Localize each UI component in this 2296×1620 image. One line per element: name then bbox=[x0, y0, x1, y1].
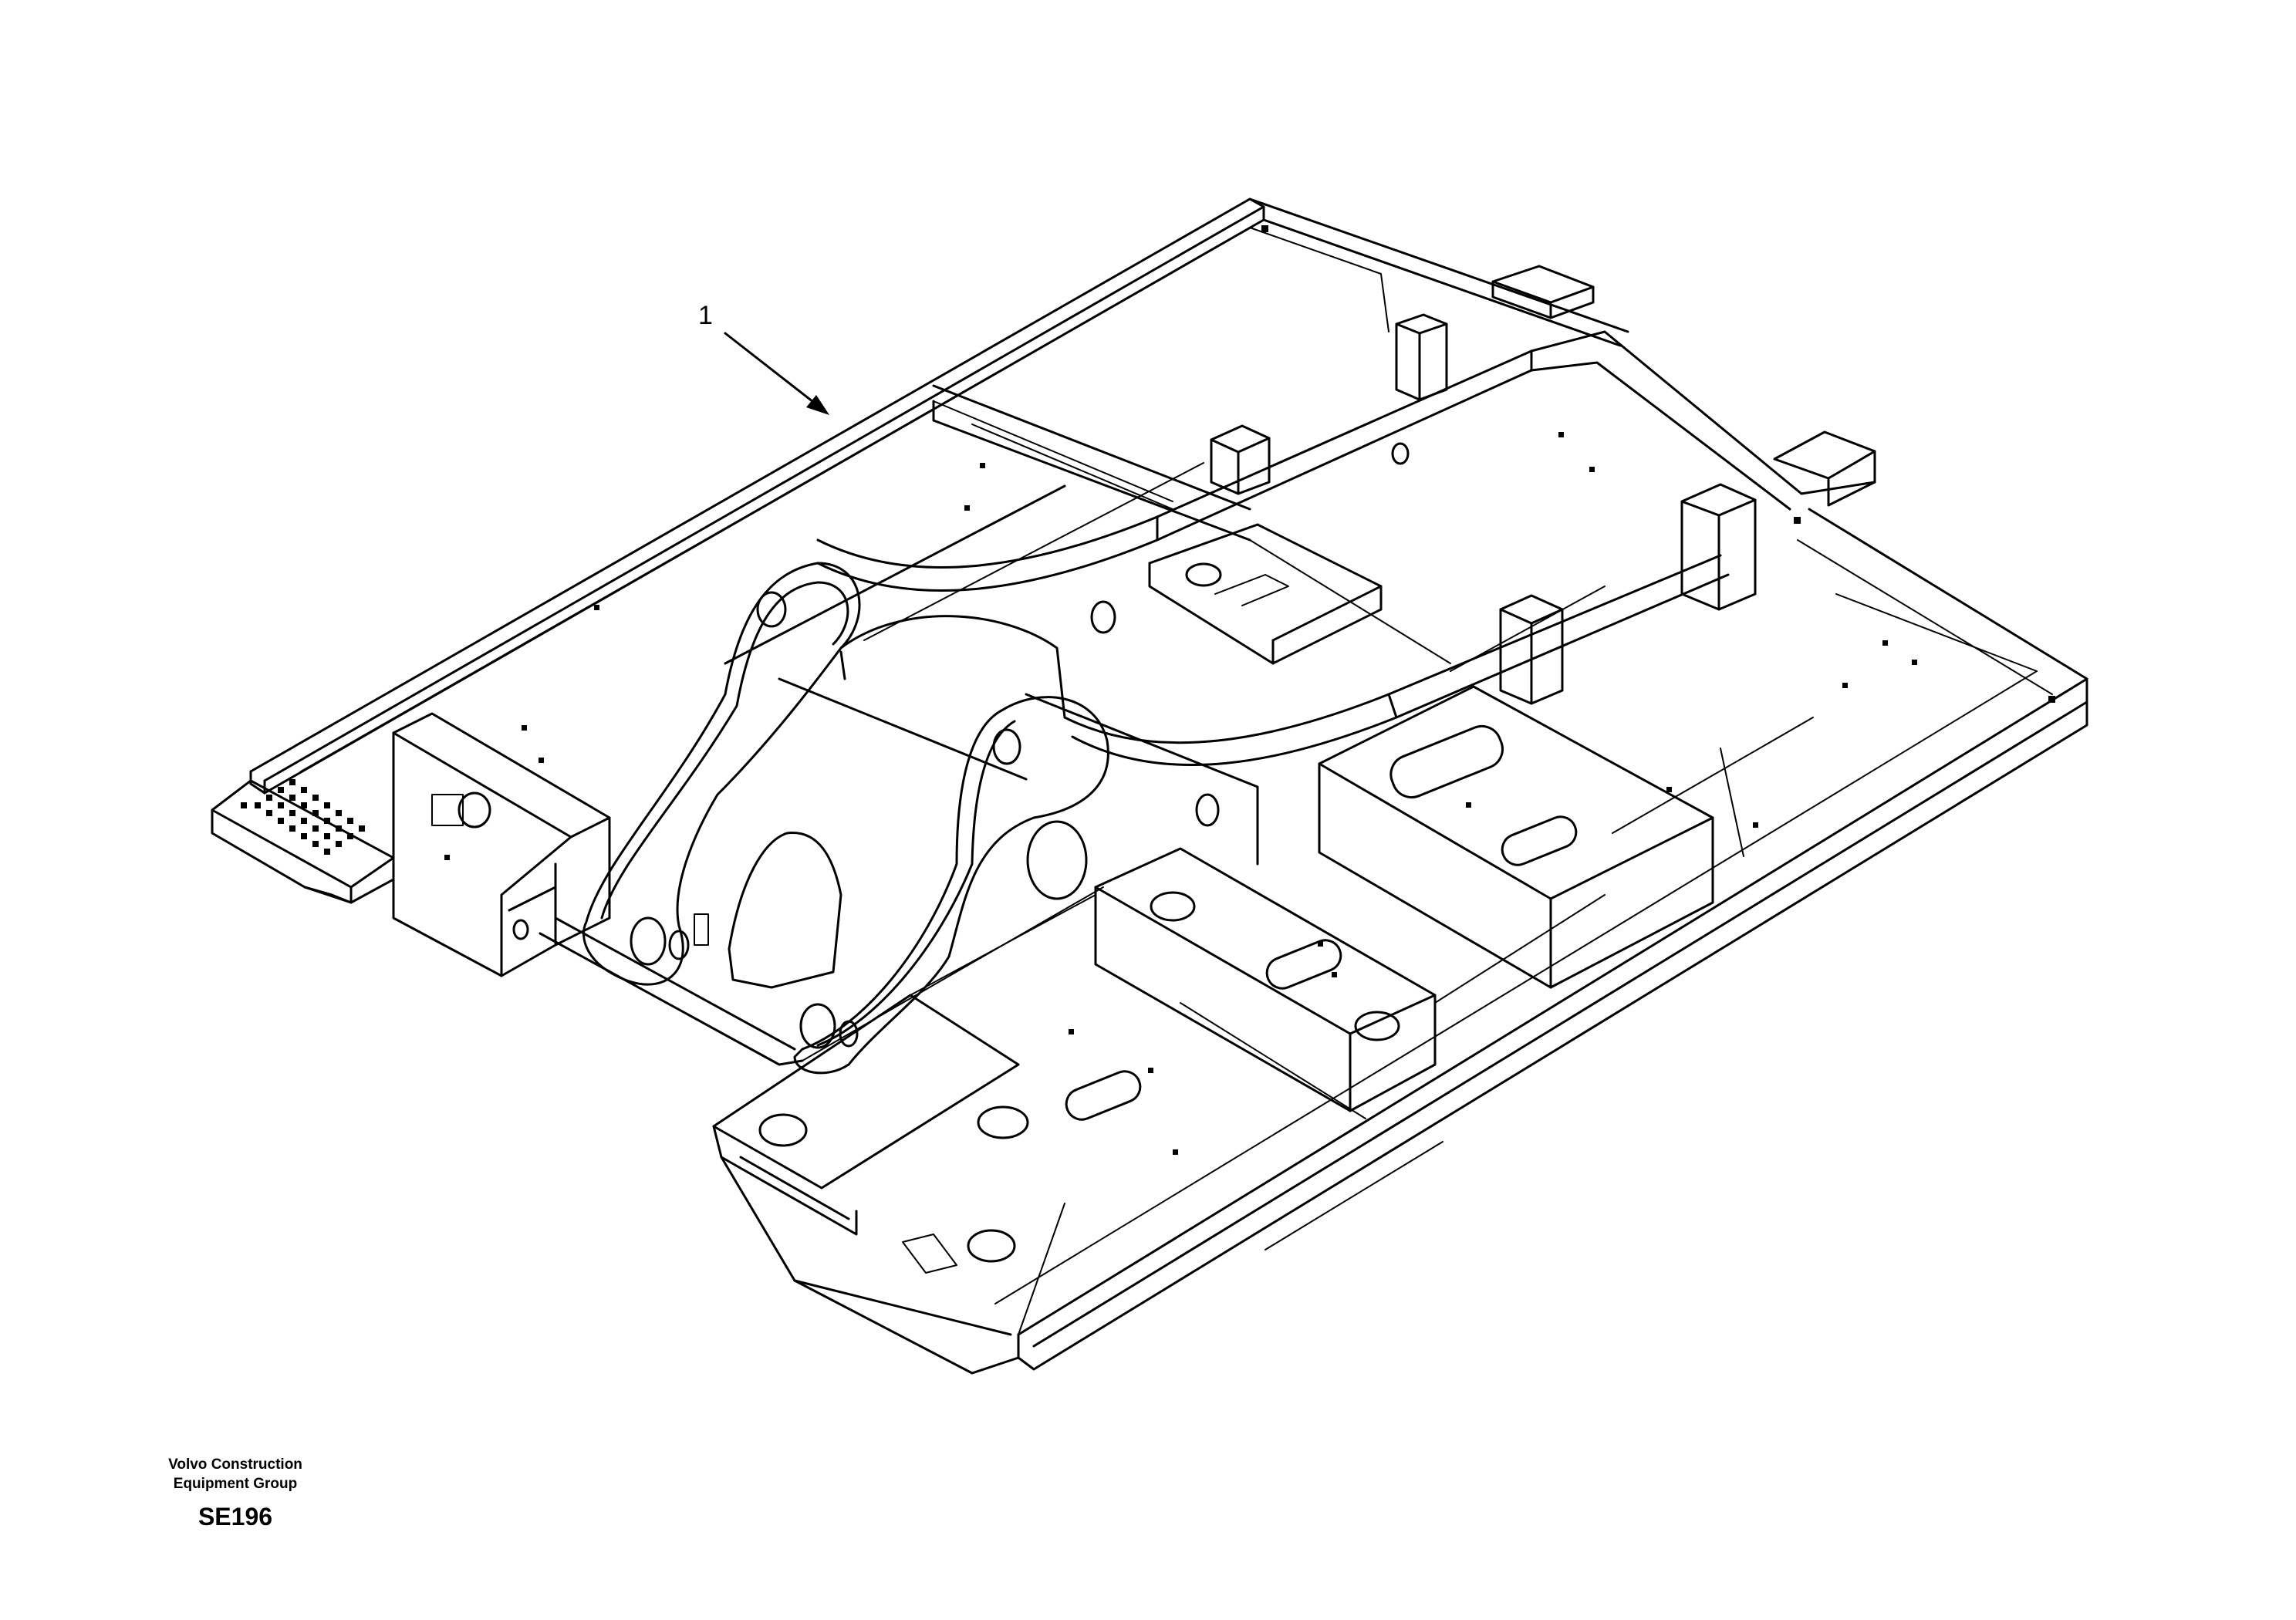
boom-foot-bracket bbox=[582, 562, 1259, 1075]
callout-number-1: 1 bbox=[698, 301, 713, 330]
company-name-line-2: Equipment Group bbox=[173, 1476, 298, 1492]
right-deck-box-upper bbox=[1318, 685, 1714, 989]
main-girder bbox=[816, 330, 1876, 767]
rear-cross-member bbox=[1248, 197, 1629, 347]
left-side-box bbox=[392, 712, 611, 977]
bolt-holes bbox=[241, 225, 2055, 1155]
left-outer-beam bbox=[249, 197, 1265, 795]
left-step bbox=[211, 779, 395, 904]
drawing-footer: Volvo Construction Equipment Group SE196 bbox=[139, 1455, 332, 1529]
center-deck bbox=[508, 384, 1383, 1066]
right-deck-box-lower bbox=[1094, 847, 1437, 1112]
callout-1-leader bbox=[724, 332, 829, 415]
right-outer-beam bbox=[994, 508, 2088, 1371]
drawing-code: SE196 bbox=[198, 1503, 273, 1531]
step-grating bbox=[255, 779, 365, 855]
front-bumper bbox=[712, 994, 1142, 1375]
floor-panels bbox=[802, 539, 2038, 1335]
counterweight-bracket bbox=[1210, 265, 1876, 705]
company-name-line-1: Volvo Construction bbox=[168, 1456, 302, 1473]
